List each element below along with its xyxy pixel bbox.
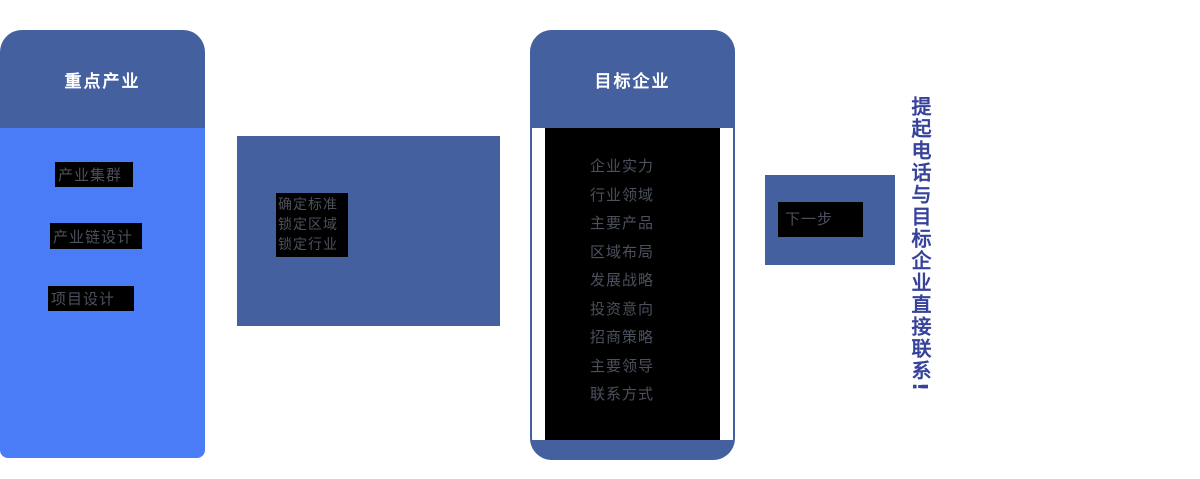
key-industries-title: 重点产业 <box>64 71 141 92</box>
target-item-main-products: 主要产品 <box>590 214 655 232</box>
industry-item-project-design: 项目设计 <box>48 286 134 311</box>
target-item-regional-layout: 区域布局 <box>590 242 655 261</box>
target-item-key-leaders: 主要领导 <box>590 356 655 375</box>
target-item-investment-intention: 投资意向 <box>590 299 655 318</box>
target-company-header: 目标企业 <box>530 30 735 128</box>
target-company-panel: 企业实力 行业领域 主要产品 区域布局 发展战略 投资意向 招商策略 主要领导 … <box>545 128 720 440</box>
target-company-footer <box>530 440 735 460</box>
callout-vertical-text: 提起电话与目标企业直接联系! <box>908 96 932 394</box>
next-step-box[interactable]: 下一步 <box>765 175 895 265</box>
target-item-industry-field: 行业领域 <box>590 185 655 204</box>
next-step-label[interactable]: 下一步 <box>778 202 863 237</box>
key-industries-body: 产业集群 产业链设计 项目设计 <box>0 128 205 458</box>
industry-item-chain-design: 产业链设计 <box>50 223 142 249</box>
industry-item-cluster: 产业集群 <box>55 162 133 187</box>
target-item-development-strategy: 发展战略 <box>590 271 655 289</box>
criteria-line-standard: 确定标准 <box>278 197 338 213</box>
target-company-title: 目标企业 <box>594 71 671 92</box>
criteria-box: 确定标准 锁定区域 锁定行业 <box>237 136 500 326</box>
criteria-line-region: 锁定区域 <box>278 217 338 233</box>
target-item-contact-info: 联系方式 <box>590 385 655 403</box>
target-company-card: 目标企业 企业实力 行业领域 主要产品 区域布局 发展战略 投资意向 招商策略 … <box>530 30 735 460</box>
criteria-line-industry: 锁定行业 <box>278 237 338 253</box>
target-item-strength: 企业实力 <box>590 157 655 175</box>
criteria-panel: 确定标准 锁定区域 锁定行业 <box>276 193 348 257</box>
target-item-investment-promotion-strategy: 招商策略 <box>590 328 655 346</box>
key-industries-header: 重点产业 <box>0 30 205 128</box>
key-industries-card: 重点产业 产业集群 产业链设计 项目设计 <box>0 30 205 458</box>
